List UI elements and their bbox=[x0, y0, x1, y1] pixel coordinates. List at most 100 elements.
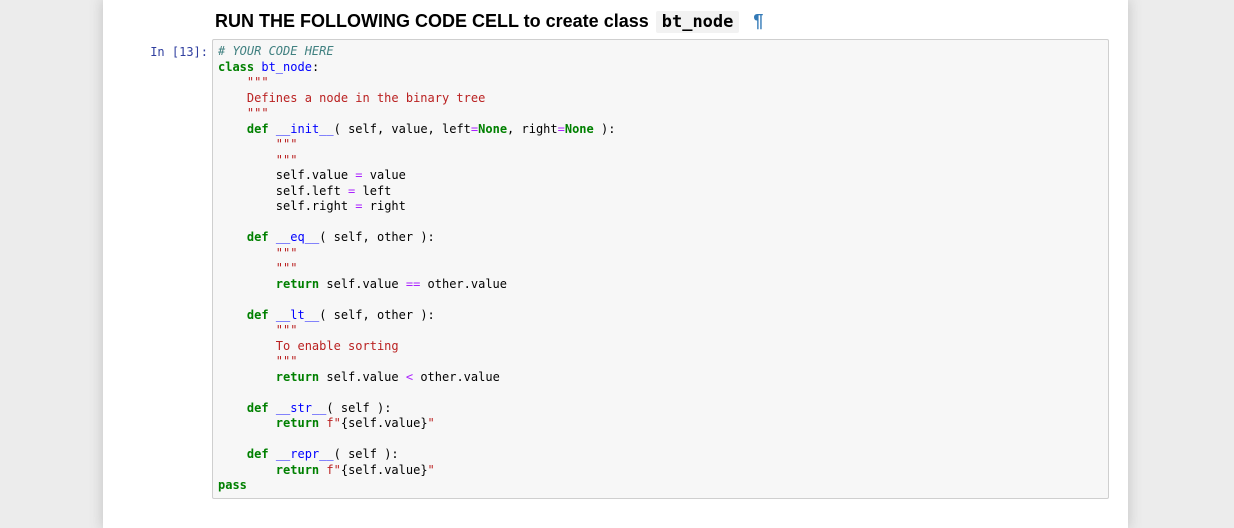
code-token: def bbox=[246, 447, 269, 461]
code-line: """ bbox=[218, 137, 1104, 153]
code-line: self.right = right bbox=[218, 199, 1104, 215]
code-token: ( self, other ): bbox=[319, 307, 435, 322]
code-line: def __str__( self ): bbox=[218, 401, 1104, 417]
code-line: Defines a node in the binary tree bbox=[218, 91, 1104, 107]
code-token: Defines a node in the binary tree bbox=[246, 90, 486, 105]
code-token: return bbox=[275, 416, 320, 430]
code-token bbox=[218, 261, 276, 275]
code-token: """ bbox=[275, 245, 298, 260]
code-token: __eq__ bbox=[275, 230, 320, 244]
code-token: return bbox=[275, 462, 320, 477]
code-token: bt_node bbox=[261, 59, 312, 74]
code-token: = bbox=[348, 183, 356, 198]
code-line: self.left = left bbox=[218, 184, 1104, 200]
page-title: RUN THE FOLLOWING CODE CELL to create cl… bbox=[215, 10, 1128, 33]
code-token: # YOUR CODE HERE bbox=[218, 44, 334, 58]
code-token bbox=[218, 370, 276, 384]
code-token bbox=[218, 230, 247, 244]
code-token: right bbox=[362, 199, 406, 213]
code-token: __repr__ bbox=[275, 447, 334, 461]
code-token: = bbox=[557, 121, 565, 136]
code-token: ( self ): bbox=[326, 400, 392, 415]
code-token bbox=[218, 277, 276, 291]
code-token bbox=[218, 137, 276, 151]
code-line: """ bbox=[218, 106, 1104, 122]
code-token bbox=[218, 246, 276, 260]
code-token: value bbox=[362, 168, 406, 182]
code-line: class bt_node: bbox=[218, 60, 1104, 76]
heading-text: RUN THE FOLLOWING CODE CELL to create cl… bbox=[215, 11, 649, 31]
code-token: self.value bbox=[319, 276, 406, 291]
code-token: def bbox=[246, 400, 269, 415]
code-token: == bbox=[405, 276, 421, 291]
markdown-cell: RUN THE FOLLOWING CODE CELL to create cl… bbox=[103, 0, 1128, 33]
code-line: """ bbox=[218, 75, 1104, 91]
code-token: ( self ): bbox=[333, 447, 399, 461]
code-line: def __lt__( self, other ): bbox=[218, 308, 1104, 324]
code-token: __str__ bbox=[275, 400, 327, 415]
code-line: def __eq__( self, other ): bbox=[218, 230, 1104, 246]
code-line bbox=[218, 292, 1104, 308]
code-token: """ bbox=[275, 152, 298, 167]
code-line: return self.value < other.value bbox=[218, 370, 1104, 386]
code-line bbox=[218, 385, 1104, 401]
heading-anchor-link[interactable]: ¶ bbox=[753, 11, 764, 31]
code-token: : bbox=[311, 59, 320, 74]
code-line: """ bbox=[218, 261, 1104, 277]
code-token: """ bbox=[246, 75, 269, 89]
code-token: return bbox=[275, 276, 320, 291]
notebook-container: RUN THE FOLLOWING CODE CELL to create cl… bbox=[103, 0, 1128, 528]
code-token: """ bbox=[246, 106, 269, 120]
heading-code-chip: bt_node bbox=[655, 11, 740, 33]
code-token: , right bbox=[507, 121, 558, 136]
code-token: ): bbox=[593, 121, 616, 136]
code-token: To enable sorting bbox=[275, 338, 399, 353]
code-line bbox=[218, 215, 1104, 231]
code-token: " bbox=[427, 462, 435, 477]
code-token: {self.value} bbox=[340, 416, 428, 430]
code-token: pass bbox=[218, 478, 247, 492]
code-line: # YOUR CODE HERE bbox=[218, 44, 1104, 60]
code-token bbox=[218, 122, 247, 136]
code-token bbox=[218, 463, 276, 477]
code-token bbox=[218, 75, 247, 89]
code-token: self.value bbox=[319, 369, 406, 384]
code-token bbox=[218, 153, 276, 167]
code-token bbox=[218, 354, 276, 368]
code-token bbox=[218, 106, 247, 120]
code-line: """ bbox=[218, 246, 1104, 262]
code-line: """ bbox=[218, 153, 1104, 169]
code-token: __init__ bbox=[275, 121, 334, 136]
code-token bbox=[269, 122, 276, 136]
code-line: self.value = value bbox=[218, 168, 1104, 184]
code-token: self.value bbox=[218, 168, 356, 182]
code-token: {self.value} bbox=[340, 462, 428, 477]
input-prompt: In [13]: bbox=[150, 45, 208, 59]
code-token: __lt__ bbox=[275, 307, 320, 322]
code-token: class bbox=[218, 59, 255, 74]
code-line: pass bbox=[218, 478, 1104, 494]
code-line: def __repr__( self ): bbox=[218, 447, 1104, 463]
code-token bbox=[218, 416, 276, 430]
code-token bbox=[218, 401, 247, 415]
code-token bbox=[269, 230, 276, 244]
code-token: """ bbox=[275, 354, 298, 368]
code-token: None bbox=[478, 121, 508, 136]
code-token bbox=[218, 323, 276, 337]
code-token: other.value bbox=[420, 276, 508, 291]
code-line: return f"{self.value}" bbox=[218, 463, 1104, 479]
code-token: " bbox=[427, 416, 435, 430]
code-line bbox=[218, 432, 1104, 448]
code-token: def bbox=[246, 230, 269, 244]
code-token: """ bbox=[275, 323, 298, 337]
code-token bbox=[218, 447, 247, 461]
code-token: ( self, value, left bbox=[333, 121, 471, 136]
code-token bbox=[218, 308, 247, 322]
code-line: """ bbox=[218, 323, 1104, 339]
code-line: """ bbox=[218, 354, 1104, 370]
code-token: self.left bbox=[218, 183, 349, 198]
code-token: ( self, other ): bbox=[319, 230, 435, 244]
